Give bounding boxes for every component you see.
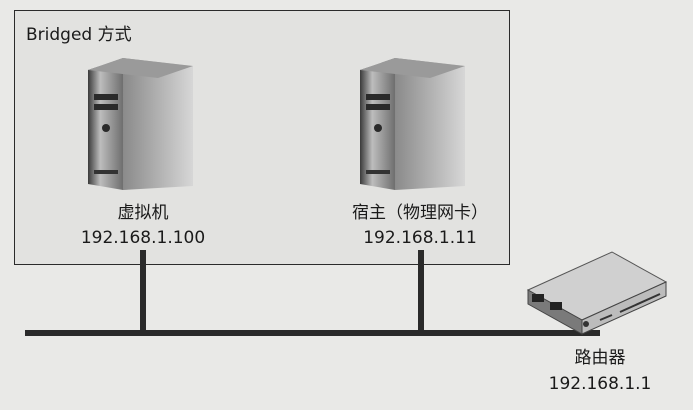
server-tower-icon [360, 58, 465, 190]
vm-name-label: 虚拟机 [117, 203, 169, 223]
router-icon [526, 251, 668, 335]
frame-title: Bridged 方式 [26, 25, 132, 45]
host-ip-label: 192.168.1.11 [363, 228, 477, 248]
router-name-label: 路由器 [574, 348, 626, 368]
host-name-label: 宿主（物理网卡） [352, 203, 488, 223]
vm-ip-label: 192.168.1.100 [80, 228, 206, 248]
server-tower-icon [88, 58, 193, 190]
router-ip-label: 192.168.1.1 [548, 374, 652, 394]
